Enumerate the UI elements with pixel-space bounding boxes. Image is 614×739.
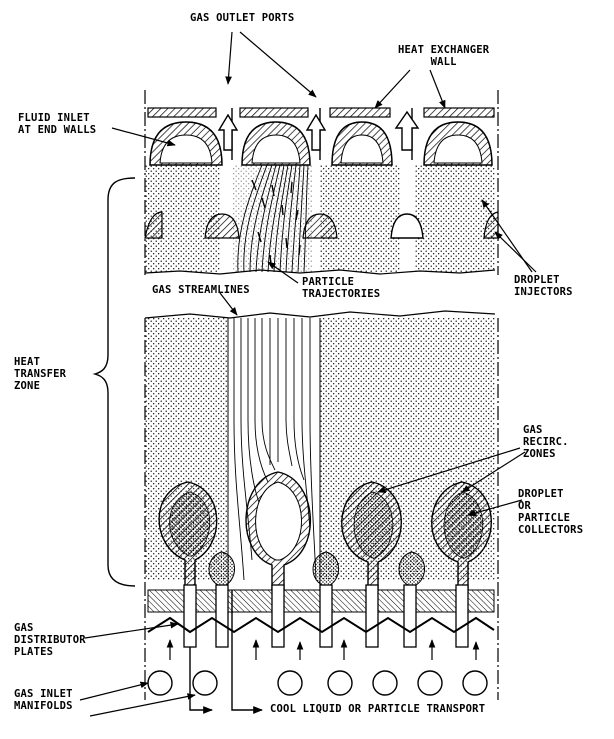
label-gas-inlet-manifolds: GAS INLET MANIFOLDS: [14, 688, 73, 712]
droplet-injector-shapes: [144, 211, 499, 239]
label-fluid-inlet: FLUID INLET AT END WALLS: [18, 112, 96, 136]
label-line: PLATES: [14, 646, 54, 658]
label-gas-recirc-zones: GAS RECIRC. ZONES: [523, 424, 569, 460]
transport-lines: [189, 590, 263, 714]
label-heat-transfer-zone: HEAT TRANSFER ZONE: [14, 356, 66, 392]
label-line: ZONE: [14, 380, 41, 392]
outlet-arrows: [217, 110, 420, 151]
label-gas-outlet-ports: GAS OUTLET PORTS: [190, 12, 294, 24]
label-line: DISTRIBUTOR: [14, 634, 86, 646]
label-line: COOL LIQUID OR PARTICLE TRANSPORT: [270, 703, 486, 715]
label-line: INJECTORS: [514, 286, 573, 298]
label-gas-streamlines: GAS STREAMLINES: [152, 284, 250, 296]
label-line: PARTICLE: [518, 512, 571, 524]
label-particle-trajectories: PARTICLE TRAJECTORIES: [302, 276, 380, 300]
label-line: HEAT EXCHANGER: [398, 44, 490, 56]
collector-stems: [147, 584, 495, 648]
leader-lines: [79, 31, 537, 717]
label-line: COLLECTORS: [518, 524, 584, 536]
gas-inlet-manifold-circles: [147, 670, 488, 696]
lower-section: [144, 310, 499, 714]
gas-inlet-arrows: [166, 639, 480, 660]
label-line: DROPLET: [514, 274, 560, 286]
label-line: DROPLET: [518, 488, 564, 500]
label-line: TRANSFER: [14, 368, 67, 380]
label-droplet-injectors: DROPLET INJECTORS: [514, 274, 573, 298]
heat-transfer-brace: [92, 177, 136, 587]
label-line: TRAJECTORIES: [302, 288, 381, 300]
label-cool-liquid: COOL LIQUID OR PARTICLE TRANSPORT: [270, 703, 485, 715]
label-line: OR: [518, 500, 532, 512]
label-line: FLUID INLET: [18, 112, 90, 124]
upper-streamlines: [237, 164, 309, 273]
label-heat-exchanger-wall: HEAT EXCHANGER WALL: [398, 44, 489, 68]
label-line: MANIFOLDS: [14, 700, 73, 712]
fluid-inlet-domes: [149, 121, 493, 166]
label-line: RECIRC.: [523, 436, 569, 448]
label-line: GAS INLET: [14, 688, 73, 700]
label-line: GAS: [523, 424, 543, 436]
label-droplet-collectors: DROPLET OR PARTICLE COLLECTORS: [518, 488, 583, 536]
label-line: WALL: [430, 56, 457, 68]
particle-trajectory-marks: [251, 179, 301, 266]
label-line: AT END WALLS: [18, 124, 97, 136]
label-line: PARTICLE: [302, 276, 355, 288]
upper-section: [144, 90, 499, 276]
label-line: GAS STREAMLINES: [152, 284, 250, 296]
label-line: GAS: [14, 622, 34, 634]
label-gas-distributor-plates: GAS DISTRIBUTOR PLATES: [14, 622, 86, 658]
label-line: ZONES: [523, 448, 556, 460]
label-line: GAS OUTLET PORTS: [190, 12, 295, 24]
collector-bulbs: [158, 471, 492, 591]
distributor-plate: [147, 616, 495, 634]
label-line: HEAT: [14, 356, 41, 368]
